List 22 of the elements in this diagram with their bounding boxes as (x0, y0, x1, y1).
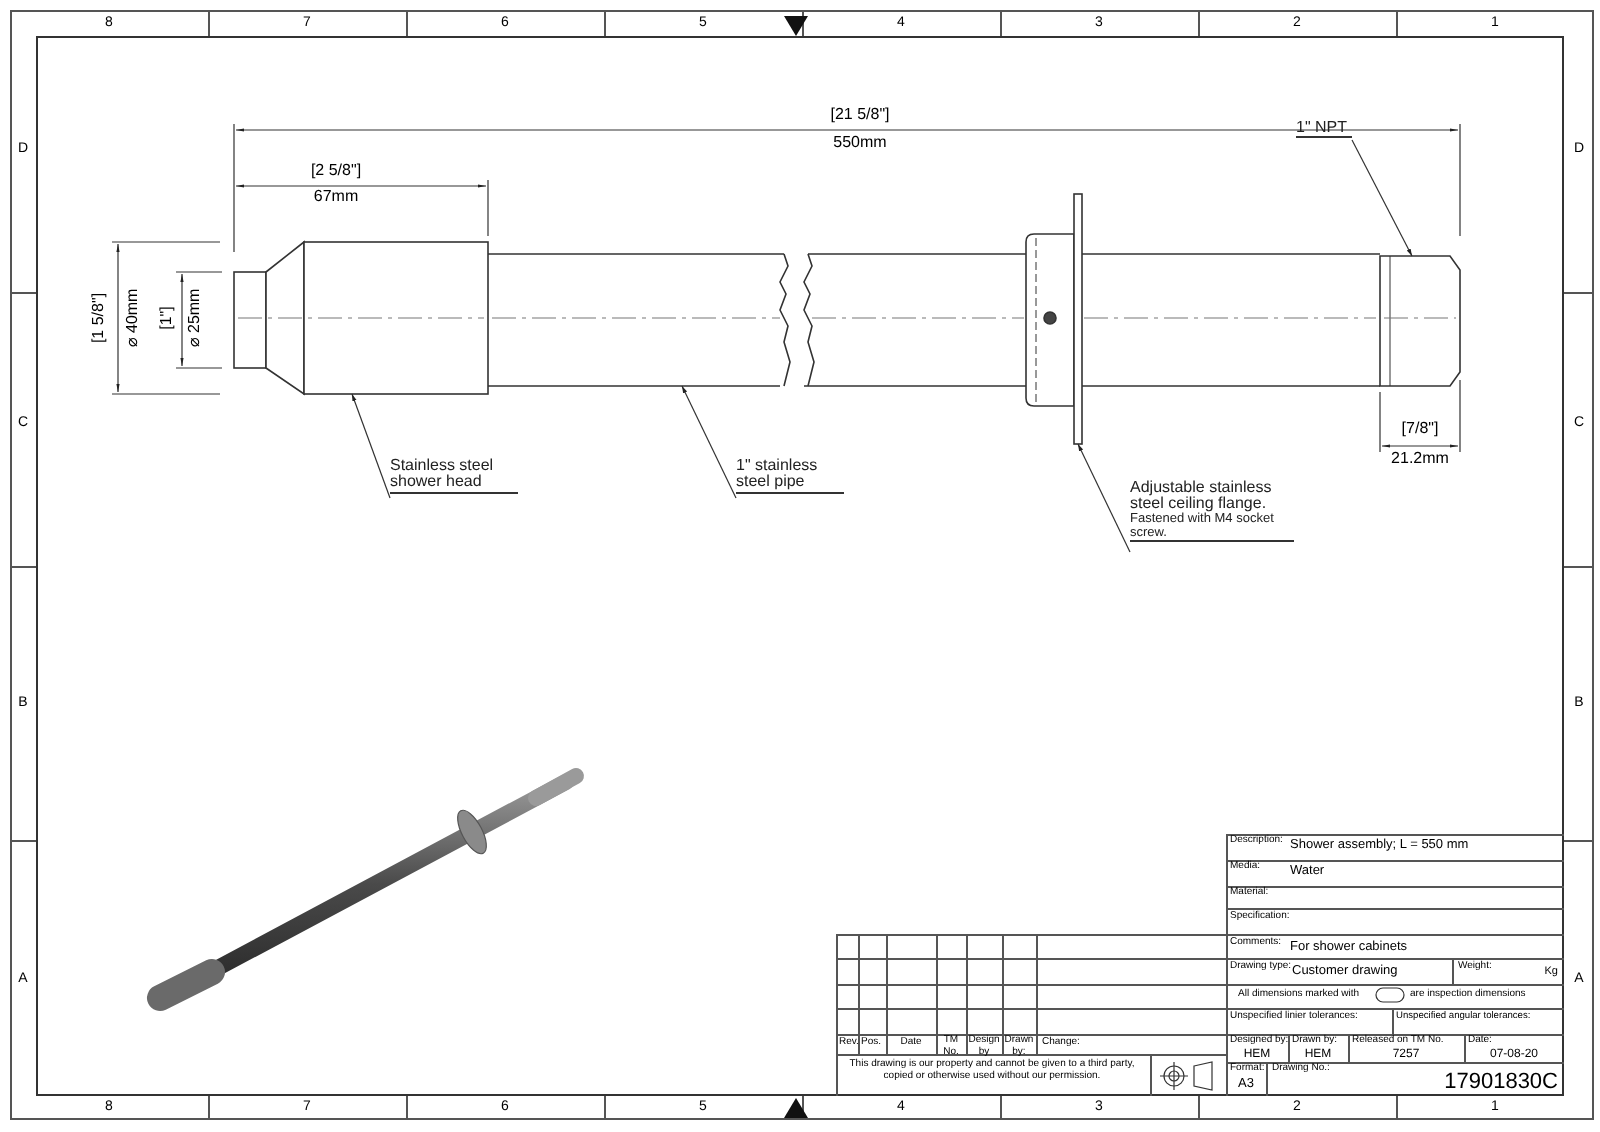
flange-drawing (1025, 193, 1083, 445)
dimension-text: [21 5/8"] (830, 107, 890, 125)
dimension-text: [1"] (159, 306, 177, 330)
callout-text: 1" stainless steel pipe (736, 458, 844, 494)
dimension-text: 550mm (833, 135, 887, 153)
dimension-text: [7/8"] (1401, 421, 1439, 439)
dimension-text: [1 5/8"] (91, 292, 109, 344)
callout-text: Stainless steel shower head (390, 458, 518, 494)
leader-line (1351, 139, 1413, 257)
pipe-drawing (487, 253, 1381, 387)
thread-drawing (1379, 255, 1461, 387)
dimension-text: ⌀ 40mm (125, 288, 143, 348)
drawing-number: 17901830C (1444, 1069, 1558, 1095)
dimension-text: ⌀ 25mm (187, 288, 205, 348)
leader-line (1077, 443, 1131, 553)
dimension-text: [2 5/8"] (310, 163, 362, 181)
dimension-text: 21.2mm (1391, 451, 1449, 469)
leader-line (351, 393, 391, 499)
dimension-text: 67mm (313, 189, 359, 207)
leader-line (681, 385, 737, 499)
shower-head-drawing (233, 240, 489, 396)
callout-text: 1" NPT (1296, 120, 1352, 139)
